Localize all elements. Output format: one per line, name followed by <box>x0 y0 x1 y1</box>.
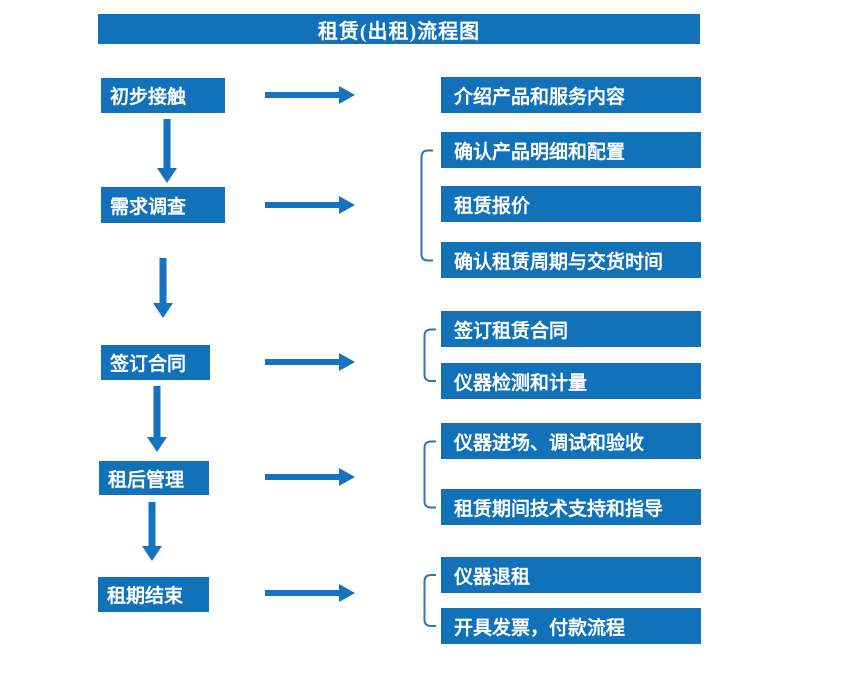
detail-box-5-1: 仪器退租 <box>441 557 701 593</box>
detail-box-4-2: 租赁期间技术支持和指导 <box>441 489 701 525</box>
step-box-post-rental-management: 租后管理 <box>99 461 209 495</box>
bracket-group4-icon <box>423 440 436 509</box>
detail-box-2-3: 确认租赁周期与交货时间 <box>441 242 701 278</box>
step-box-lease-end: 租期结束 <box>98 577 209 612</box>
detail-box-2-2: 租赁报价 <box>441 186 701 222</box>
arrow-step2-to-details-icon <box>265 196 355 214</box>
arrow-step4-to-details-icon <box>265 468 355 486</box>
arrow-step2-to-step3-icon <box>153 258 173 318</box>
detail-box-1-1: 介绍产品和服务内容 <box>441 77 701 113</box>
detail-box-5-2: 开具发票，付款流程 <box>441 608 701 644</box>
arrow-step3-to-details-icon <box>265 353 355 371</box>
arrow-step1-to-step2-icon <box>157 119 177 183</box>
detail-box-3-1: 签订租赁合同 <box>441 311 701 347</box>
detail-box-2-1: 确认产品明细和配置 <box>441 132 701 168</box>
arrow-step3-to-step4-icon <box>147 386 167 452</box>
detail-box-4-1: 仪器进场、调试和验收 <box>441 423 701 459</box>
bracket-group2-icon <box>420 149 433 262</box>
arrow-step5-to-details-icon <box>265 584 355 602</box>
step-box-demand-survey: 需求调查 <box>101 187 225 223</box>
step-box-initial-contact: 初步接触 <box>101 78 225 113</box>
detail-box-3-2: 仪器检测和计量 <box>441 363 701 399</box>
bracket-group5-icon <box>423 574 436 627</box>
flowchart-title: 租赁(出租)流程图 <box>98 14 700 44</box>
arrow-step1-to-details-icon <box>265 86 355 104</box>
arrow-step4-to-step5-icon <box>142 502 162 561</box>
step-box-sign-contract: 签订合同 <box>101 345 210 380</box>
bracket-group3-icon <box>423 328 436 382</box>
